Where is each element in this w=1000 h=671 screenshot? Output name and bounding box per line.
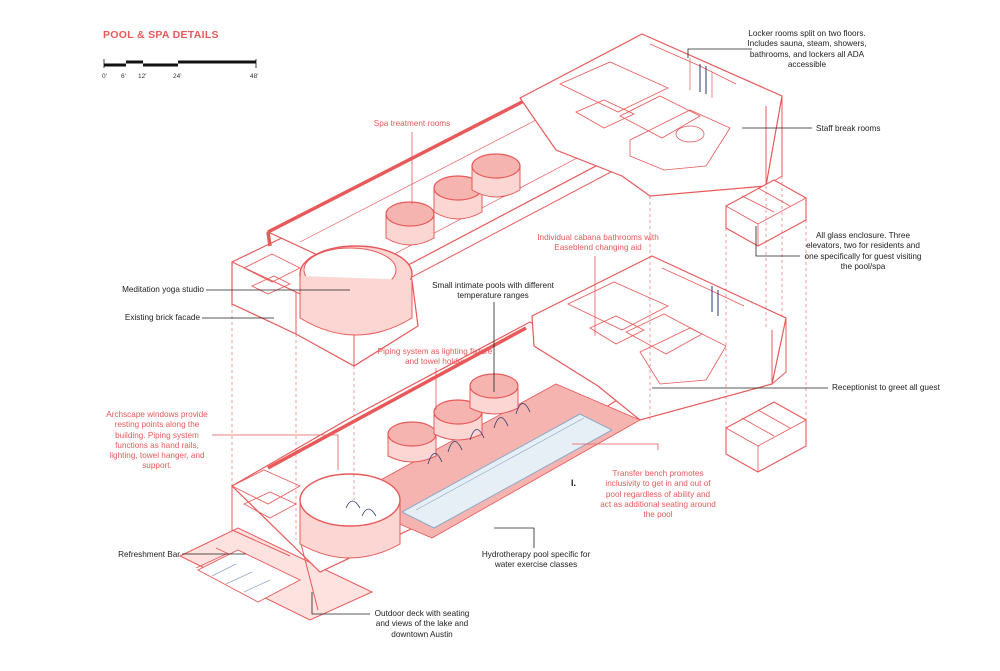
- scale-tick-label: 6': [121, 73, 126, 80]
- label-piping-system: Piping system as lighting fixture and to…: [377, 347, 493, 367]
- scale-tick-label: 12': [138, 73, 147, 80]
- projection-lines: [231, 176, 807, 540]
- label-staff-break-rooms: Staff break rooms: [816, 124, 881, 133]
- leader-glass: [755, 226, 800, 257]
- lower-locker-block: [531, 255, 787, 421]
- lower-level-plan: [178, 255, 807, 621]
- leader-locker: [687, 48, 752, 58]
- label-locker-rooms: Locker rooms split on two floors. Includ…: [747, 29, 867, 69]
- hydrotherapy-pool: [400, 413, 614, 529]
- section-marker: I.: [571, 478, 577, 488]
- scale-bar: [103, 59, 257, 68]
- leader-hydrotherapy: [494, 527, 535, 548]
- label-meditation-studio: Meditation yoga studio: [122, 285, 204, 294]
- leader-lines: [182, 48, 828, 615]
- piping-arches: [345, 403, 531, 517]
- lower-glass-enclosure: [725, 401, 807, 473]
- label-receptionist: Receptionist to greet all guest: [832, 383, 940, 392]
- upper-level-plan: [231, 33, 807, 367]
- leader-archscape: [212, 434, 339, 470]
- label-archscape-windows: Archscape windows provide resting points…: [106, 410, 208, 471]
- label-cabana-bathrooms: Individual cabana bathrooms with Easeble…: [537, 233, 659, 253]
- label-small-pools: Small intimate pools with different temp…: [432, 281, 554, 301]
- round-pool-large: [299, 473, 401, 527]
- diagram-title: POOL & SPA DETAILS: [103, 29, 219, 41]
- label-outdoor-deck: Outdoor deck with seating and views of t…: [374, 609, 470, 639]
- small-intimate-pools: [387, 373, 519, 463]
- spa-treatment-rooms: [385, 153, 521, 246]
- label-hydrotherapy-pool: Hydrotherapy pool specific for water exe…: [481, 550, 591, 570]
- scale-tick-label: 48': [250, 73, 259, 80]
- leader-transfer: [572, 443, 659, 450]
- label-spa-treatment-rooms: Spa treatment rooms: [373, 119, 451, 128]
- scale-tick-label: 24': [173, 73, 182, 80]
- label-brick-facade: Existing brick facade: [124, 313, 200, 322]
- label-glass-enclosure: All glass enclosure. Three elevators, tw…: [804, 231, 922, 271]
- label-refreshment-bar: Refreshment Bar: [118, 550, 180, 559]
- leader-deck: [311, 592, 370, 615]
- scale-tick-label: 0': [102, 73, 107, 80]
- label-transfer-bench: Transfer bench promotes inclusivity to g…: [600, 469, 716, 520]
- refreshment-bar: [197, 549, 302, 603]
